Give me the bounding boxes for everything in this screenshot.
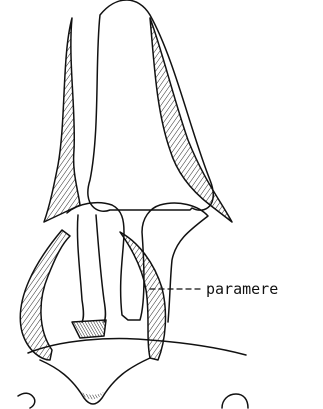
basal-plate xyxy=(72,320,106,338)
aedeagal-tube xyxy=(77,215,105,322)
right-lateral-wall xyxy=(150,18,232,222)
paramere-label: paramere xyxy=(206,280,278,298)
lower-left-fragment xyxy=(18,393,35,408)
basal-arc xyxy=(28,339,246,355)
left-paramere xyxy=(20,230,70,360)
basal-tip-shade xyxy=(78,390,104,399)
lower-right-fragment xyxy=(222,394,248,408)
left-lateral-wall xyxy=(44,18,80,222)
